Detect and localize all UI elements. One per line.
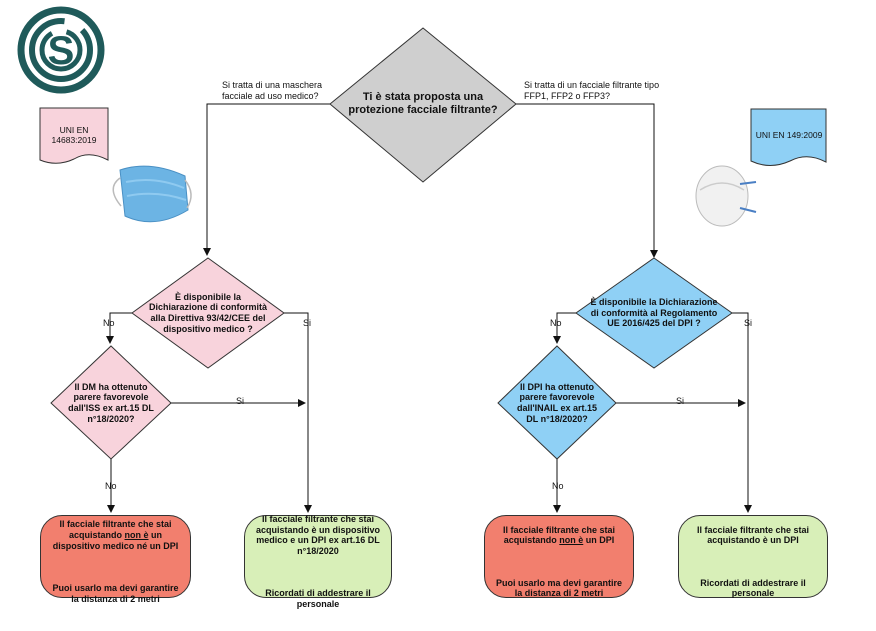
left-result-device-and-dpi-note: Ricordati di addestrare il personale — [265, 588, 371, 609]
left-q2-text: Il DM ha ottenuto parere favorevole dall… — [68, 381, 154, 424]
right-branch-label: Si tratta di un facciale filtrante tipo … — [524, 80, 660, 101]
right-result-not-dpi: Il facciale filtrante che stai acquistan… — [484, 515, 634, 598]
right-standard-label: UNI EN 149:2009 — [755, 130, 823, 140]
right-q2-text: Il DPI ha ottenuto parere favorevole dal… — [516, 381, 597, 424]
right-q1-text: È disponibile la Dichiarazione di confor… — [590, 297, 718, 329]
right-result-is-dpi-note: Ricordati di addestrare il personale — [700, 577, 806, 599]
start-question: Ti è stata proposta una protezione facci… — [348, 91, 498, 116]
right-result-not-dpi-note: Puoi usarlo ma devi garantire la distanz… — [495, 577, 623, 599]
right-si1-line — [732, 312, 752, 513]
left-si1-line — [284, 312, 312, 513]
surgical-mask-icon — [112, 165, 192, 223]
right-result-is-dpi: Il facciale filtrante che stai acquistan… — [678, 515, 828, 598]
start-diamond — [329, 27, 517, 183]
left-no1-label: No — [103, 318, 115, 328]
right-q1-diamond — [575, 257, 733, 369]
right-result-not-dpi-text-underlined: non è — [559, 535, 584, 546]
right-si1-label: Si — [744, 318, 753, 328]
svg-text:S: S — [48, 29, 75, 73]
right-result-not-dpi-text-post: un DPI — [583, 535, 615, 546]
left-branch-line — [203, 103, 330, 256]
left-q1-text: È disponibile la Dichiarazione di confor… — [148, 291, 268, 334]
right-standard-flag — [750, 108, 827, 166]
left-standard-label: UNI EN 14683:2019 — [51, 125, 97, 146]
left-result-not-device-text-underlined: non è — [124, 529, 149, 540]
left-result-not-device: Il facciale filtrante che stai acquistan… — [40, 515, 191, 604]
left-no2-label: No — [105, 481, 117, 491]
left-result-not-device-text-pre: Il facciale filtrante che stai acquistan… — [59, 519, 172, 540]
right-no1-label: No — [550, 318, 562, 328]
left-branch-label: Si tratta di una maschera facciale ad us… — [222, 80, 323, 101]
right-no1-line — [553, 312, 576, 344]
right-branch-line — [516, 103, 658, 258]
right-no2-label: No — [552, 481, 564, 491]
left-result-not-device-note: Puoi usarlo ma devi garantire la distanz… — [52, 583, 179, 604]
right-si2-label: Si — [676, 396, 685, 406]
left-si1-label: Si — [303, 318, 312, 328]
left-standard-flag — [39, 107, 109, 164]
left-result-device-and-dpi: Il facciale filtrante che stai acquistan… — [244, 514, 392, 609]
left-result-device-and-dpi-text: Il facciale filtrante che stai acquistan… — [255, 514, 380, 556]
right-result-is-dpi-text: Il facciale filtrante che stai acquistan… — [696, 524, 810, 546]
left-si2-label: Si — [236, 396, 245, 406]
ffp-respirator-icon — [695, 165, 757, 227]
left-result-not-device-text-post: un dispositivo medico né un DPI — [52, 529, 179, 551]
left-no1-line — [106, 312, 132, 344]
right-result-not-dpi-text-pre: Il facciale filtrante che stai acquistan… — [502, 524, 616, 546]
left-q1-diamond — [131, 257, 285, 369]
s-maze-logo: S — [17, 6, 105, 94]
